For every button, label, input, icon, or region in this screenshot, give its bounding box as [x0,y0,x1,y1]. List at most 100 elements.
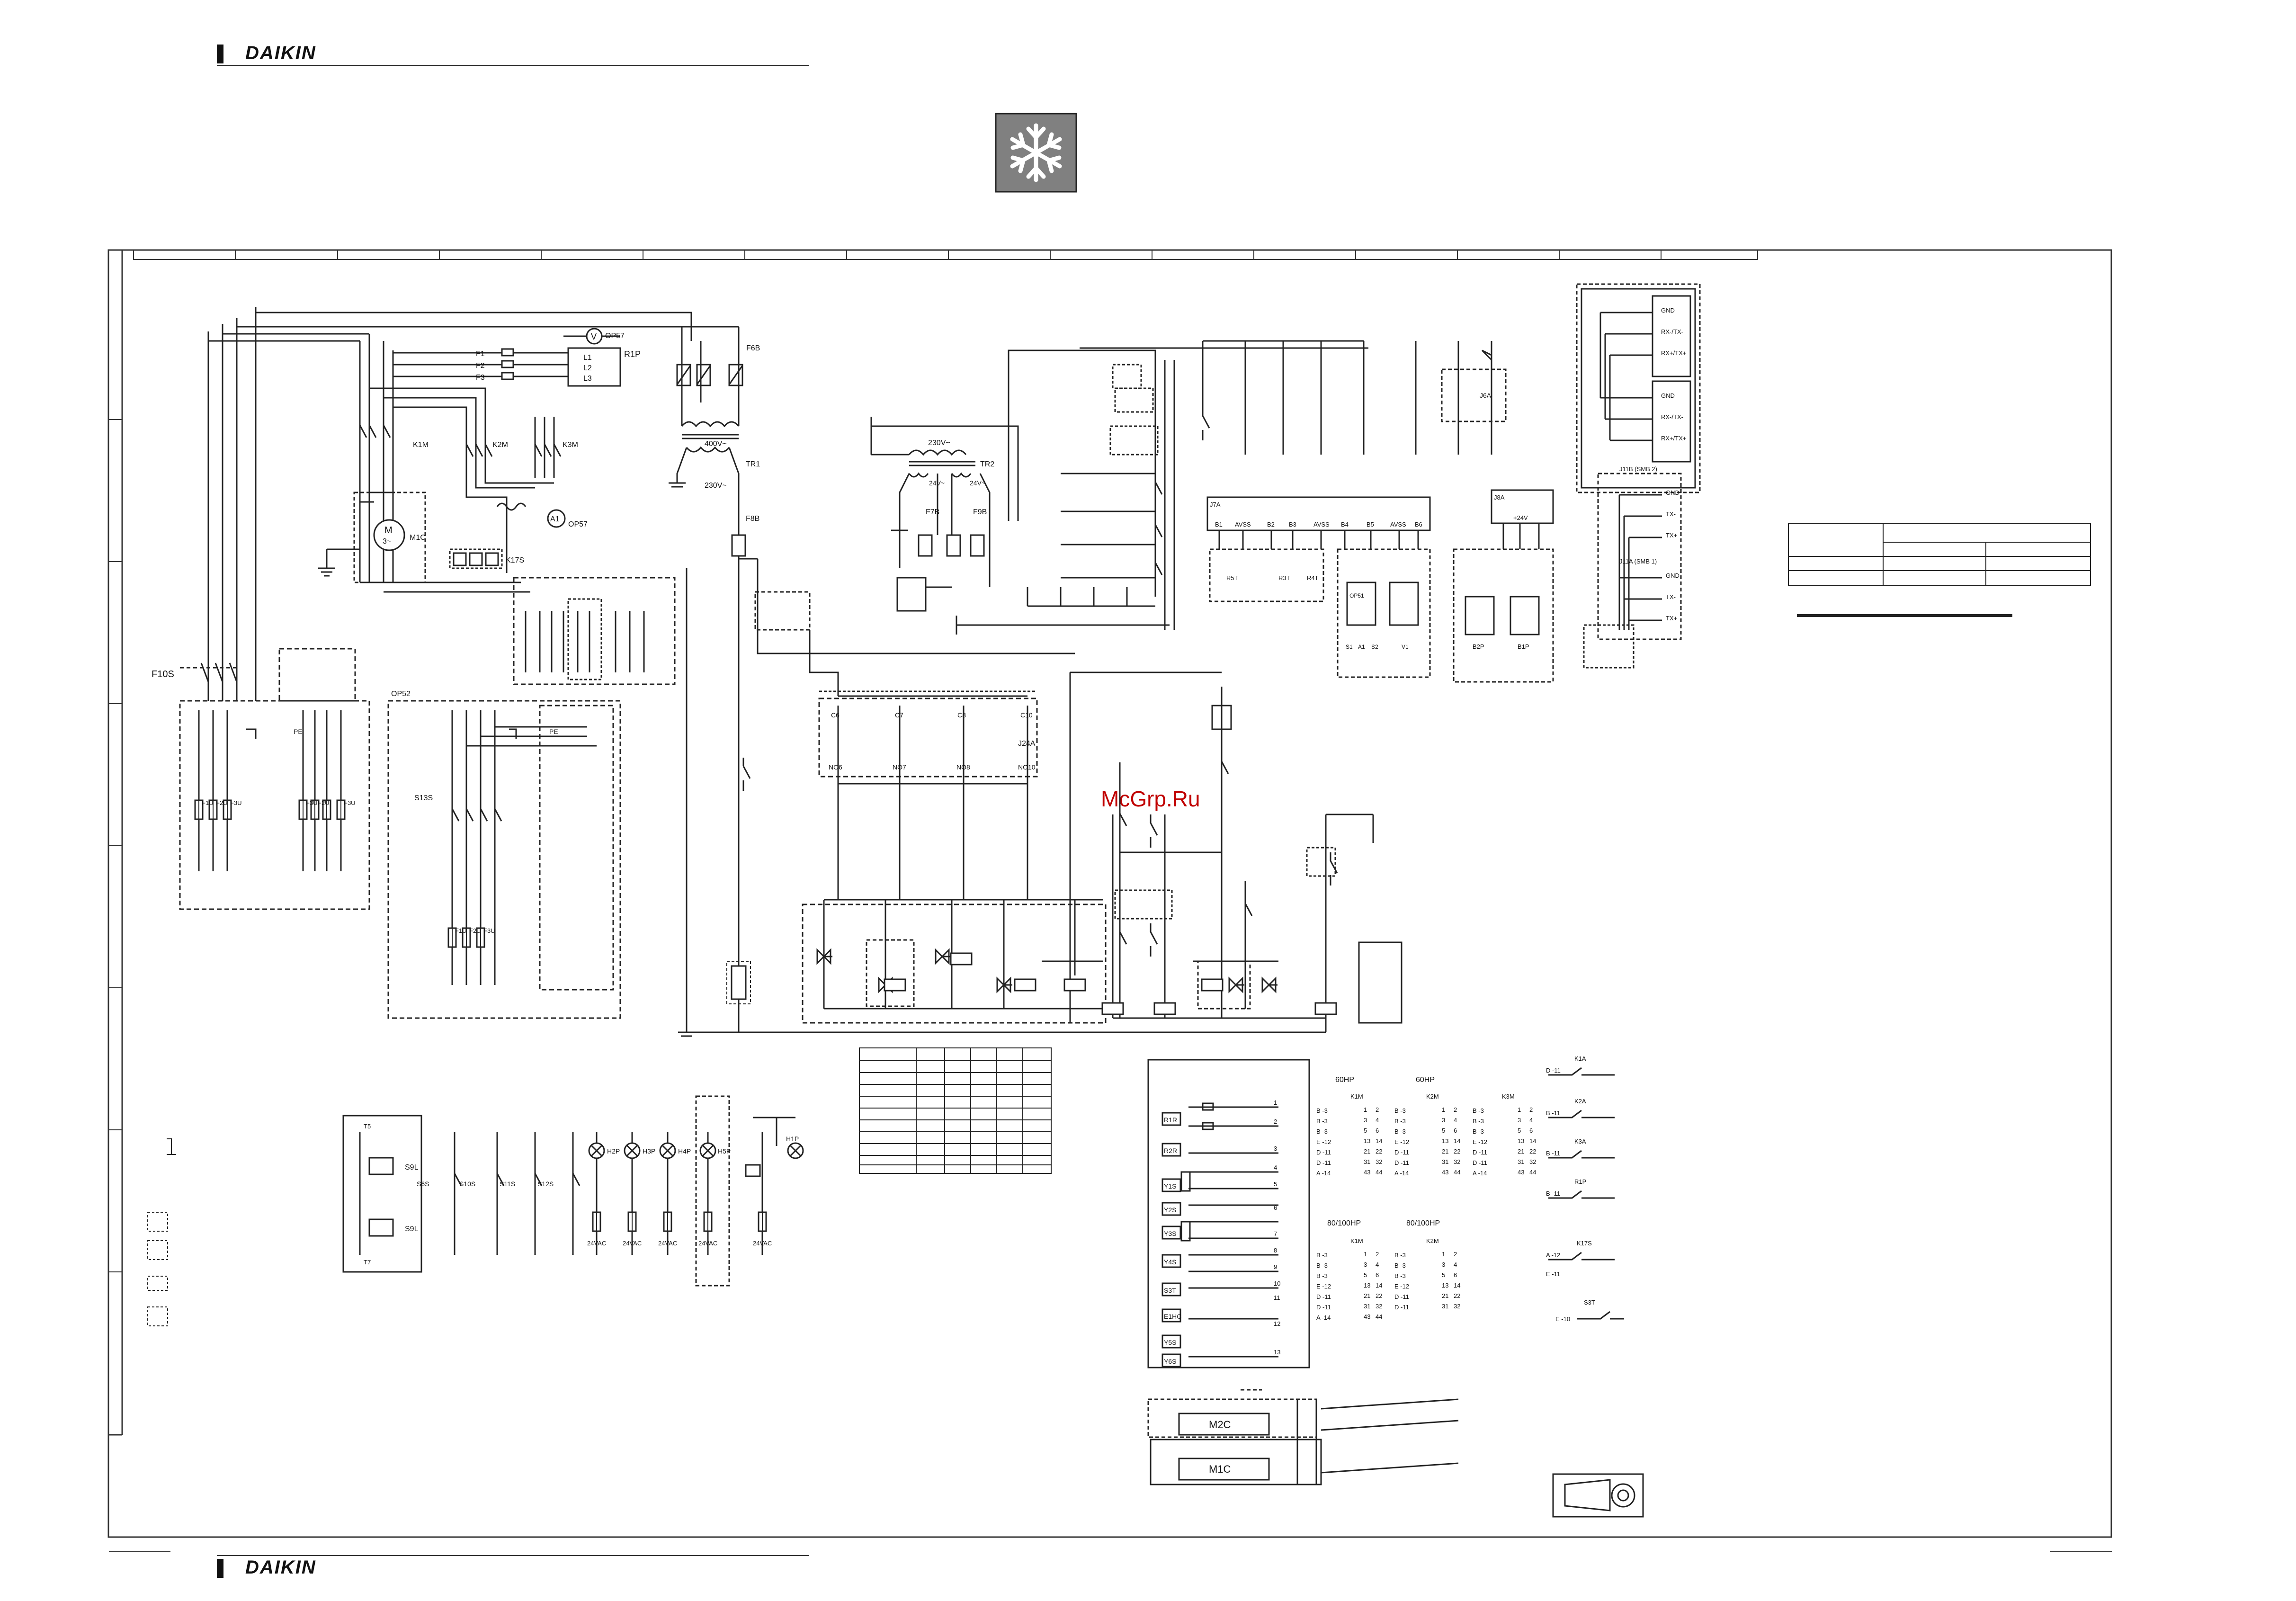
svg-text:44: 44 [1376,1169,1382,1176]
no-term-8: NO8 [956,763,970,771]
ammeter-symbol: A1 [550,515,560,523]
ai-label-b3: B3 [1289,521,1296,528]
svg-text:22: 22 [1454,1148,1460,1155]
jack-j6a: J6A [1480,392,1492,399]
brand-bar-top [217,45,223,63]
bus-b-pin-1: GND [1666,489,1680,496]
relay-r1p-name: R1P [1574,1178,1586,1185]
fuse-group-1 [194,799,485,948]
sensor-r4t: R4T [1307,574,1319,581]
ai-label-avss1: AVSS [1235,521,1251,528]
op51-a1: A1 [1358,644,1365,650]
svg-text:D -11: D -11 [1394,1159,1409,1166]
motor-label: M1C [410,534,426,542]
svg-text:3: 3 [1364,1117,1367,1124]
contactor-label-k3m: K3M [563,441,578,449]
term-t7: T7 [364,1259,371,1266]
strip-item-s3t: S3T [1164,1287,1176,1294]
solenoid-valves [816,949,1337,1015]
footer-rule [217,1555,809,1556]
svg-text:2: 2 [1529,1106,1533,1113]
option-label-op52: OP52 [391,690,411,698]
no-term-6: NO6 [829,763,842,771]
svg-text:D -11: D -11 [1394,1149,1409,1156]
row-ticks [108,419,122,1272]
svg-text:B -3: B -3 [1394,1107,1406,1114]
svg-text:32: 32 [1376,1158,1382,1165]
fuse-label-1a: F1U [202,799,214,806]
brand-bar-bottom [217,1559,223,1578]
table-60hp-b-title: 60HP [1416,1076,1435,1084]
table-head-k1m-b: K1M [1350,1237,1363,1244]
strip-item-y2s: Y2S [1164,1206,1176,1214]
jack-j11b: J11B (SMB 2) [1619,465,1657,473]
phase-label-l2: L2 [583,364,592,372]
svg-text:14: 14 [1454,1137,1460,1145]
svg-text:D -11: D -11 [1473,1159,1487,1166]
svg-text:E -12: E -12 [1394,1138,1409,1145]
serial-bus-modules [1576,283,1701,669]
phase-label-l3: L3 [583,375,592,383]
svg-text:32: 32 [1529,1158,1536,1165]
watermark: McGrp.Ru [1101,787,1200,811]
svg-text:3: 3 [1364,1261,1367,1268]
contactor-label-k2m: K2M [492,441,508,449]
switch-label-s12s: S12S [537,1180,554,1188]
j6a-block [1415,341,1507,455]
svg-text:32: 32 [1454,1303,1460,1310]
fuse-label-2a: F3U [306,799,318,806]
j24a-label: J24A [1018,740,1036,748]
switch-label-s9l-1: S9L [405,1163,419,1172]
svg-text:5: 5 [1518,1127,1521,1134]
header-rule [217,65,809,66]
svg-text:31: 31 [1442,1303,1448,1310]
svg-text:13: 13 [1364,1137,1370,1145]
switch-label-s10s: S10S [459,1180,475,1188]
ammeter-label: OP57 [568,520,588,528]
strip-num-7: 7 [1274,1230,1277,1237]
svg-text:4: 4 [1529,1117,1533,1124]
fuse-label-f6b: F6B [746,344,760,352]
svg-text:B -3: B -3 [1394,1272,1406,1279]
lookup-table [859,1047,1052,1174]
relay-s3t-name: S3T [1584,1299,1595,1306]
svg-text:2: 2 [1454,1106,1457,1113]
crankcase-heater-e1hc [731,965,747,1000]
relay-r1p-box [567,347,621,387]
bus-b-pin-5: TX- [1666,593,1676,600]
voltmeter-label: OP57 [605,332,625,340]
strip-num-2: 2 [1274,1118,1277,1125]
bus-b-pin-3: TX+ [1666,532,1677,539]
terminal-strip [1147,1059,1310,1368]
relay-k3a-name: K3A [1574,1138,1586,1145]
ai-label-b5: B5 [1367,521,1374,528]
svg-text:22: 22 [1529,1148,1536,1155]
svg-text:6: 6 [1454,1127,1457,1134]
svg-text:6: 6 [1376,1271,1379,1279]
strip-num-8: 8 [1274,1247,1277,1254]
strip-num-3: 3 [1274,1145,1277,1152]
bus-b-pin-2: TX- [1666,510,1676,518]
strip-num-11: 11 [1274,1294,1280,1301]
sensor-r5t: R5T [1226,574,1238,581]
svg-text:21: 21 [1364,1292,1370,1299]
svg-text:6: 6 [1376,1127,1379,1134]
svg-text:5: 5 [1442,1127,1445,1134]
svg-text:31: 31 [1364,1303,1370,1310]
switch-label-s11s: S11S [500,1180,515,1188]
svg-text:A -14: A -14 [1394,1170,1409,1177]
ai-label-b6: B6 [1415,521,1422,528]
svg-text:13: 13 [1442,1282,1448,1289]
svg-text:14: 14 [1376,1137,1382,1145]
svg-text:B -3: B -3 [1473,1118,1484,1125]
svg-text:1: 1 [1442,1251,1445,1258]
svg-text:B -3: B -3 [1316,1262,1328,1269]
strip-item-e1hc: E1HC [1164,1313,1181,1320]
strip-item-y1s: Y1S [1164,1182,1176,1190]
fuse-label-f1: F1 [476,350,485,358]
svg-text:B -3: B -3 [1394,1118,1406,1125]
fuse-label-3a: F1U [455,927,467,934]
svg-text:21: 21 [1364,1148,1370,1155]
svg-text:D -11: D -11 [1316,1293,1331,1300]
transformer-section [669,326,1326,1037]
